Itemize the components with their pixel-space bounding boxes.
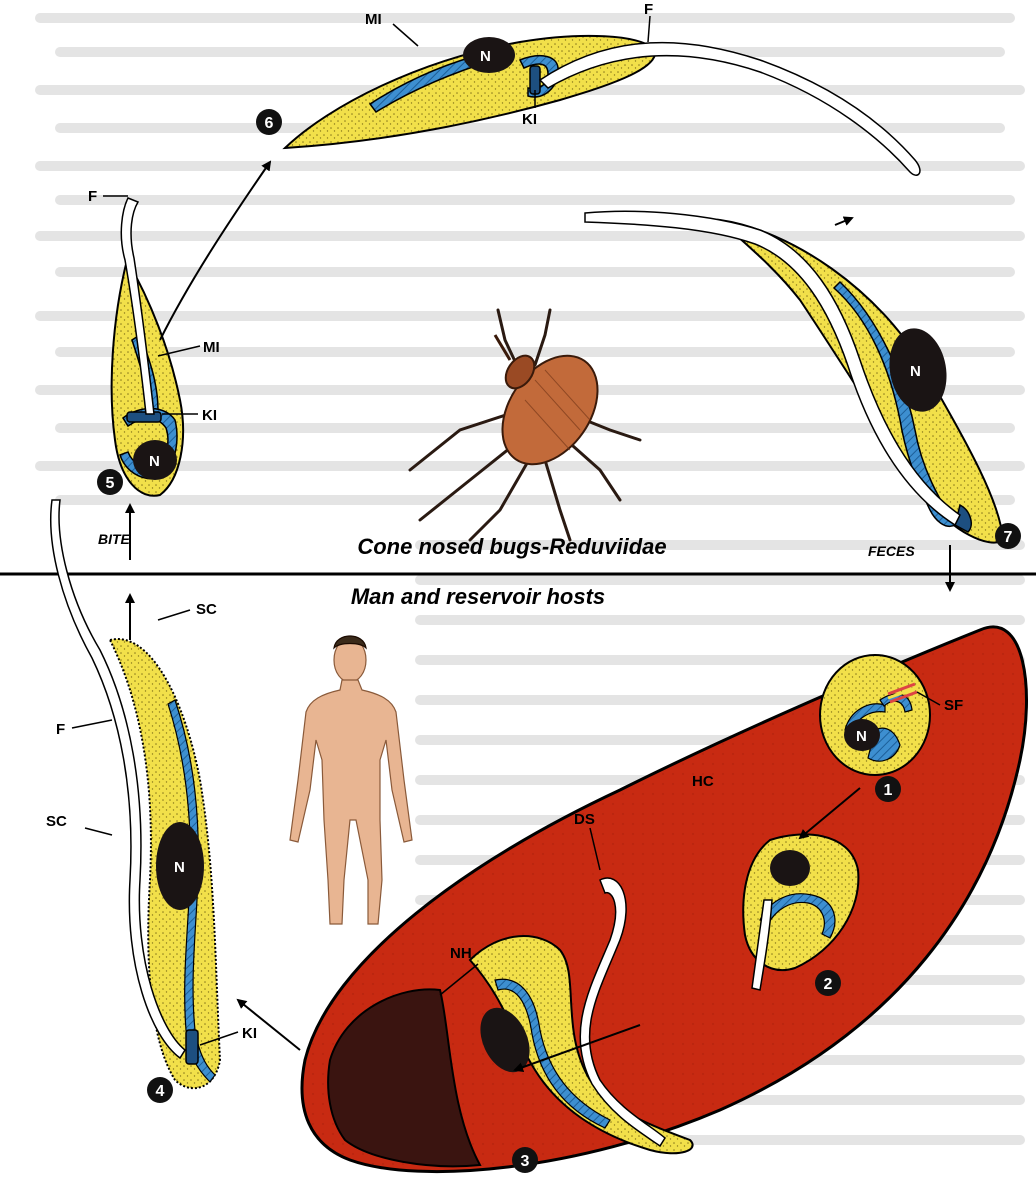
- stage-badge-5: 5: [97, 469, 123, 495]
- svg-text:1: 1: [884, 782, 893, 799]
- label-nucleus-5: N: [149, 453, 160, 470]
- svg-text:4: 4: [156, 1083, 165, 1100]
- svg-text:2: 2: [824, 976, 833, 993]
- label-flagellum-5: F: [88, 188, 97, 205]
- transmission-bite-label: BITE: [98, 531, 131, 547]
- label-mitochondrion-5: MI: [203, 339, 220, 356]
- label-surface-coat-top: SC: [196, 601, 217, 618]
- svg-text:3: 3: [521, 1153, 530, 1170]
- label-kinetoplast-6: KI: [522, 111, 537, 128]
- svg-text:5: 5: [106, 475, 115, 492]
- label-nucleus-1: N: [856, 728, 867, 745]
- label-flagellum-6: F: [644, 1, 653, 18]
- label-short-flagellum: SF: [944, 697, 963, 714]
- label-host-nucleus: NH: [450, 945, 472, 962]
- stage-badge-6: 6: [256, 109, 282, 135]
- section-title-vector: Cone nosed bugs-Reduviidae: [357, 534, 666, 559]
- label-developmental-stage: DS: [574, 811, 595, 828]
- svg-text:7: 7: [1004, 529, 1013, 546]
- stage-1-amastigote: [820, 655, 930, 775]
- label-surface-coat-side: SC: [46, 813, 67, 830]
- label-nucleus-4: N: [174, 859, 185, 876]
- svg-text:6: 6: [265, 115, 274, 132]
- stage-badge-7: 7: [995, 523, 1021, 549]
- label-mitochondrion-6: MI: [365, 11, 382, 28]
- section-title-host: Man and reservoir hosts: [351, 584, 605, 609]
- stage-badge-1: 1: [875, 776, 901, 802]
- kinetoplast-stage6: [530, 66, 540, 94]
- kinetoplast-stage5: [127, 412, 161, 422]
- kinetoplast-stage4: [186, 1030, 198, 1064]
- label-nucleus-6: N: [480, 48, 491, 65]
- label-flagellum-4: F: [56, 721, 65, 738]
- label-nucleus-7: N: [910, 363, 921, 380]
- label-kinetoplast-5: KI: [202, 407, 217, 424]
- stage-badge-2: 2: [815, 970, 841, 996]
- label-kinetoplast-4: KI: [242, 1025, 257, 1042]
- label-host-cell: HC: [692, 773, 714, 790]
- stage-badge-3: 3: [512, 1147, 538, 1173]
- stage-badge-4: 4: [147, 1077, 173, 1103]
- transmission-feces-label: FECES: [868, 543, 915, 559]
- nucleus-stage2: [770, 850, 810, 886]
